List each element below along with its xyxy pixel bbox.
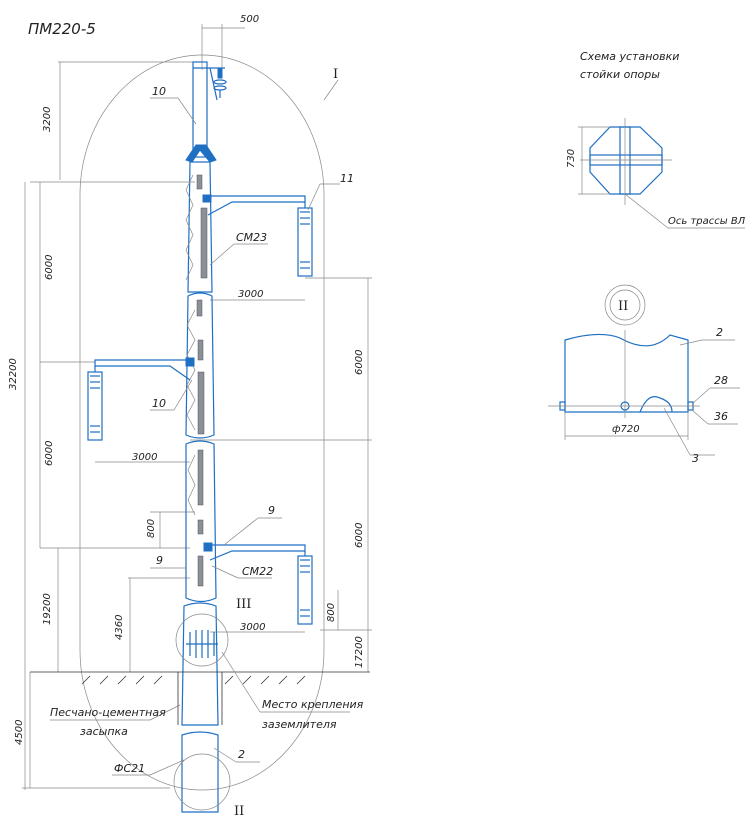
dim-3000-middle: 3000 bbox=[132, 452, 157, 463]
callout-9-left: 9 bbox=[156, 554, 163, 567]
scheme-title-line1: Схема установки bbox=[580, 50, 679, 63]
dim-6000-right-upper: 6000 bbox=[354, 350, 365, 375]
grounding-bolts bbox=[186, 630, 218, 658]
dim-800-right: 800 bbox=[326, 603, 337, 622]
pole bbox=[181, 61, 227, 813]
dim-500: 500 bbox=[240, 14, 259, 25]
callout-10-mid: 10 bbox=[152, 397, 166, 410]
panel bbox=[196, 299, 203, 317]
detail-II-ref-circle bbox=[173, 753, 231, 811]
right-dimensions bbox=[190, 277, 372, 672]
detail-II-marker-inner bbox=[609, 289, 641, 321]
panel bbox=[197, 449, 204, 506]
dim-4360: 4360 bbox=[114, 615, 125, 640]
callout-III: III bbox=[236, 597, 251, 612]
crossarm-upper-right bbox=[202, 194, 313, 277]
dim-4500: 4500 bbox=[14, 720, 25, 745]
detail-II-callout-28: 28 bbox=[714, 374, 728, 387]
dim-3000-upper: 3000 bbox=[238, 289, 263, 300]
scheme-section bbox=[578, 118, 745, 229]
panel bbox=[200, 207, 208, 279]
dim-800-left: 800 bbox=[146, 519, 157, 538]
detail-II-callout-3: 3 bbox=[692, 452, 699, 465]
callout-SM23: СМ23 bbox=[236, 231, 267, 244]
callout-10-top: 10 bbox=[152, 85, 166, 98]
callout-SM22: СМ22 bbox=[242, 565, 273, 578]
panel bbox=[197, 555, 204, 587]
detail-II-marker: II bbox=[618, 299, 628, 314]
crossarm-lower-right bbox=[203, 542, 313, 625]
detail-II-callout-36: 36 bbox=[714, 410, 728, 423]
detail-II-callout-2: 2 bbox=[716, 326, 723, 339]
dim-3200: 3200 bbox=[42, 107, 53, 132]
dim-6000-right-lower: 6000 bbox=[354, 523, 365, 548]
scheme-axis-label: Ось трассы ВЛ bbox=[668, 216, 746, 227]
callout-2: 2 bbox=[238, 748, 245, 761]
dim-6000-lower: 6000 bbox=[44, 441, 55, 466]
detail-III-circle bbox=[175, 613, 229, 667]
dim-17200: 17200 bbox=[354, 636, 365, 668]
panel bbox=[197, 339, 204, 361]
callout-11: 11 bbox=[340, 172, 354, 185]
ground-line bbox=[30, 671, 370, 725]
panel bbox=[197, 519, 204, 535]
scheme-title-line2: стойки опоры bbox=[580, 68, 660, 81]
callout-ground-line1: Место крепления bbox=[262, 698, 364, 711]
callout-I: I bbox=[333, 67, 338, 82]
callout-sand-line1: Песчано-цементная bbox=[50, 706, 166, 719]
crossarm-middle-left bbox=[87, 357, 195, 441]
dim-6000-upper: 6000 bbox=[44, 255, 55, 280]
callout-sand-line2: засыпка bbox=[80, 725, 128, 738]
detail-I-outline bbox=[79, 54, 325, 791]
left-dimensions bbox=[22, 61, 200, 790]
dim-19200: 19200 bbox=[42, 593, 53, 625]
dim-32200: 32200 bbox=[8, 358, 19, 390]
dim-3000-lower: 3000 bbox=[240, 622, 265, 633]
detail-II-drawing bbox=[548, 330, 700, 440]
panel bbox=[197, 371, 205, 435]
callout-FS21: ФС21 bbox=[114, 762, 145, 775]
detail-II-diameter: ф720 bbox=[612, 424, 640, 435]
callout-9-right: 9 bbox=[268, 504, 275, 517]
panel bbox=[196, 174, 203, 190]
scheme-dim-730: 730 bbox=[566, 149, 577, 168]
detail-II-marker-outer bbox=[604, 284, 646, 326]
callout-ground-line2: заземлителя bbox=[262, 718, 337, 731]
drawing-title: ПМ220-5 bbox=[28, 20, 96, 38]
callout-II: II bbox=[234, 804, 244, 819]
